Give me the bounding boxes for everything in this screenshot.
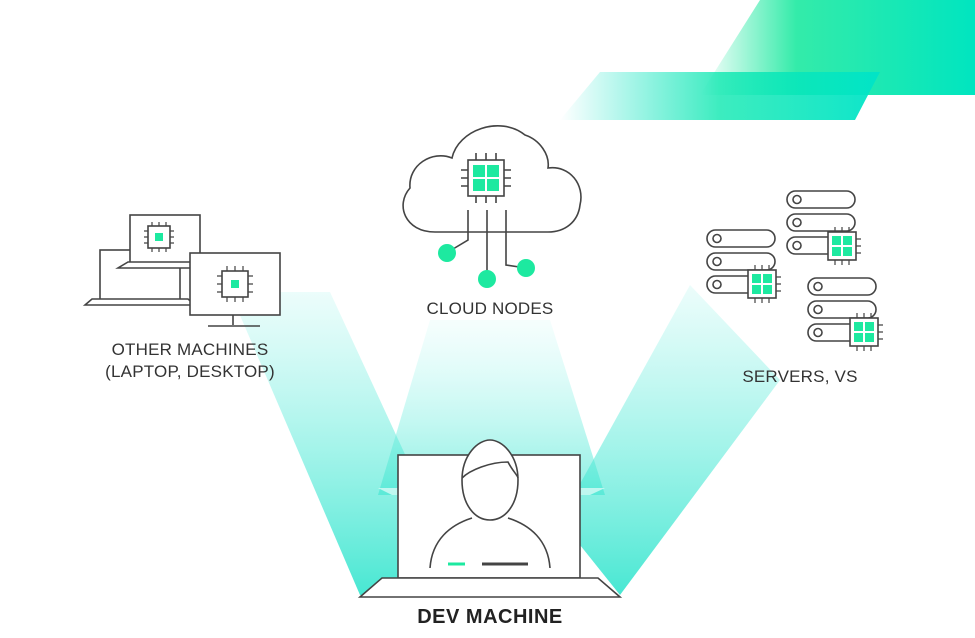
servers (706, 190, 883, 351)
other-machines-label-line2: (LAPTOP, DESKTOP) (105, 362, 275, 381)
server-rack-icon (807, 277, 877, 342)
server-rack-icon (786, 190, 856, 255)
cloud-node (402, 125, 582, 288)
chip-icon (827, 227, 861, 265)
chip-icon (747, 265, 781, 303)
servers-label: SERVERS, VS (742, 367, 858, 386)
person-icon (429, 439, 551, 569)
other-machines-label: OTHER MACHINES (LAPTOP, DESKTOP) (80, 339, 300, 383)
monitor-icon (189, 252, 281, 327)
chip-icon (849, 313, 883, 351)
other-machines-label-line1: OTHER MACHINES (111, 340, 269, 359)
decorative-stripes (560, 0, 975, 120)
beam-servers (560, 285, 780, 595)
dev-machine-label: DEV MACHINE (417, 606, 563, 628)
monitor-icon (115, 214, 213, 269)
beam-cloud (378, 320, 605, 495)
cloud-icon (402, 125, 582, 233)
chip-icon (461, 153, 511, 203)
other-machines (82, 214, 281, 327)
dev-machine (357, 439, 623, 598)
cloud-nodes-label: CLOUD NODES (426, 299, 554, 318)
